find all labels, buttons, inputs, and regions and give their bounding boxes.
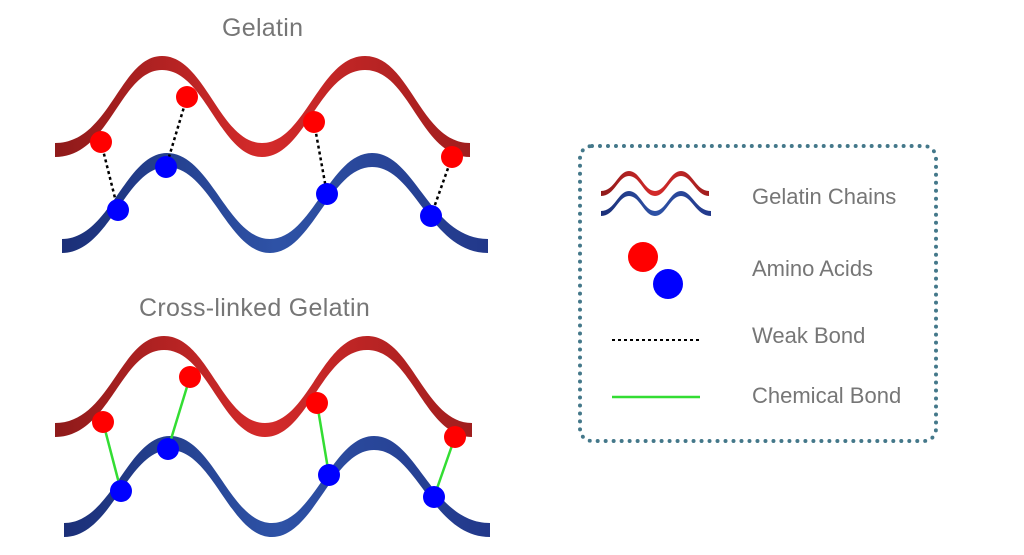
crosslinked-gelatin-title: Cross-linked Gelatin: [139, 294, 371, 322]
amino-acid-red: [306, 392, 328, 414]
legend-label-gelatin-chains: Gelatin Chains: [752, 184, 897, 209]
legend-label-amino-acids: Amino Acids: [752, 256, 874, 281]
legend-red-chain-icon: [601, 171, 709, 196]
chemical-bonds: [101, 376, 457, 498]
chemical-bond: [315, 402, 331, 476]
weak-bonds: [99, 96, 454, 217]
legend-label-chemical-bond: Chemical Bond: [752, 383, 902, 408]
amino-acid-red: [90, 131, 112, 153]
gelatin-title: Gelatin: [222, 14, 304, 42]
amino-acid-red: [441, 146, 463, 168]
amino-acid-blue: [110, 480, 132, 502]
amino-acid-blue: [107, 199, 129, 221]
red-gelatin-chain: [55, 56, 470, 157]
legend-symbols: [601, 171, 711, 399]
amino-acid-blue: [155, 156, 177, 178]
chemical-bond: [101, 421, 123, 492]
amino-acid-blue: [316, 183, 338, 205]
amino-acid-red: [303, 111, 325, 133]
legend-blue-chain-icon: [601, 191, 711, 216]
legend-box: [578, 144, 938, 443]
amino-acid-blue: [420, 205, 442, 227]
weak-bond: [429, 156, 454, 217]
red-gelatin-chain: [55, 336, 472, 437]
legend-amino-blue-icon: [653, 269, 683, 299]
amino-acid-blue: [157, 438, 179, 460]
crosslinked-gelatin-diagram: [55, 336, 490, 537]
amino-acid-red: [176, 86, 198, 108]
amino-acid-red: [444, 426, 466, 448]
legend-amino-red-icon: [628, 242, 658, 272]
amino-acid-red: [179, 366, 201, 388]
amino-acid-red: [92, 411, 114, 433]
gelatin-diagram: [55, 56, 488, 253]
amino-acid-blue: [423, 486, 445, 508]
legend-label-weak-bond: Weak Bond: [752, 323, 866, 348]
weak-bond: [312, 121, 329, 195]
weak-bond: [164, 96, 189, 168]
chemical-bond: [166, 376, 192, 450]
amino-acid-blue: [318, 464, 340, 486]
